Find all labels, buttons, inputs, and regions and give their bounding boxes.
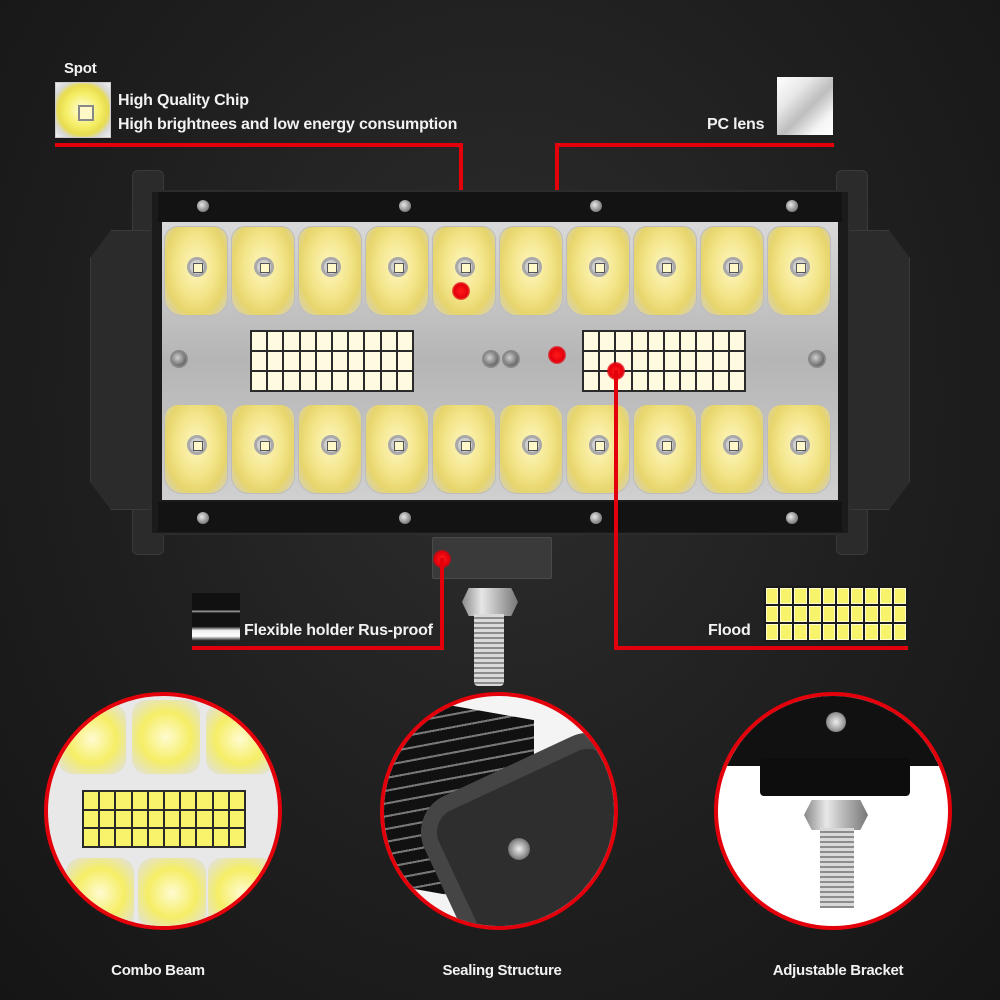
spot-led <box>432 404 496 494</box>
spot-feature-line2: High brightnees and low energy consumpti… <box>118 116 458 133</box>
right-side-bracket <box>840 230 910 510</box>
left-side-bracket <box>90 230 160 510</box>
flood-led-block-left <box>250 330 414 392</box>
threaded-bolt-icon <box>474 614 504 686</box>
screw-icon <box>197 200 209 212</box>
pc-lens-icon <box>777 77 833 135</box>
flood-led-array-icon <box>764 586 908 642</box>
holder-label: Flexible holder Rus-proof <box>244 622 433 639</box>
spot-led <box>298 404 362 494</box>
pc-lens-callout-dot <box>548 346 566 364</box>
adjustable-bracket-detail <box>714 692 952 930</box>
center-bolt-icon <box>502 350 520 368</box>
spot-led <box>767 404 831 494</box>
screw-icon <box>786 512 798 524</box>
spot-led <box>566 226 630 316</box>
spot-led <box>499 404 563 494</box>
flood-callout-line-vertical <box>614 370 618 650</box>
screw-icon <box>399 200 411 212</box>
spot-led <box>767 226 831 316</box>
screw-icon <box>590 512 602 524</box>
combo-beam-detail <box>44 692 282 930</box>
spot-callout-line <box>55 143 463 147</box>
flood-led-block-right <box>582 330 746 392</box>
spot-led <box>298 226 362 316</box>
top-rail <box>158 192 842 222</box>
sealing-structure-detail <box>380 692 618 930</box>
spot-feature-line1: High Quality Chip <box>118 92 249 109</box>
spot-led <box>700 226 764 316</box>
spot-led <box>365 404 429 494</box>
spot-led <box>700 404 764 494</box>
flood-callout-line <box>614 646 908 650</box>
combo-beam-caption: Combo Beam <box>111 962 205 979</box>
combo-flood-grid <box>82 790 246 848</box>
spot-led <box>432 226 496 316</box>
spot-led-chip-icon <box>55 82 111 138</box>
screw-icon <box>590 200 602 212</box>
side-bolt-icon <box>170 350 188 368</box>
flood-label: Flood <box>708 622 751 639</box>
spot-led <box>231 226 295 316</box>
holder-bracket-icon <box>192 593 240 641</box>
spot-callout-dot <box>452 282 470 300</box>
holder-callout-line <box>192 646 444 650</box>
screw-icon <box>197 512 209 524</box>
bottom-rail <box>158 502 842 532</box>
spot-led <box>566 404 630 494</box>
screw-icon <box>786 200 798 212</box>
center-bolt-icon <box>482 350 500 368</box>
spot-led <box>633 404 697 494</box>
hex-nut-icon <box>462 588 518 616</box>
screw-icon <box>399 512 411 524</box>
spot-led <box>231 404 295 494</box>
mount-bracket <box>432 537 552 579</box>
pc-lens-label: PC lens <box>707 116 765 133</box>
spot-title: Spot <box>64 60 97 77</box>
adjustable-bracket-caption: Adjustable Bracket <box>772 962 904 979</box>
sealing-structure-caption: Sealing Structure <box>442 962 562 979</box>
side-bolt-icon <box>808 350 826 368</box>
spot-led <box>365 226 429 316</box>
spot-led <box>499 226 563 316</box>
pc-lens-callout-line <box>555 143 834 147</box>
led-panel <box>162 222 838 500</box>
holder-callout-line-vertical <box>440 558 444 650</box>
spot-led <box>633 226 697 316</box>
spot-led <box>164 404 228 494</box>
spot-led <box>164 226 228 316</box>
